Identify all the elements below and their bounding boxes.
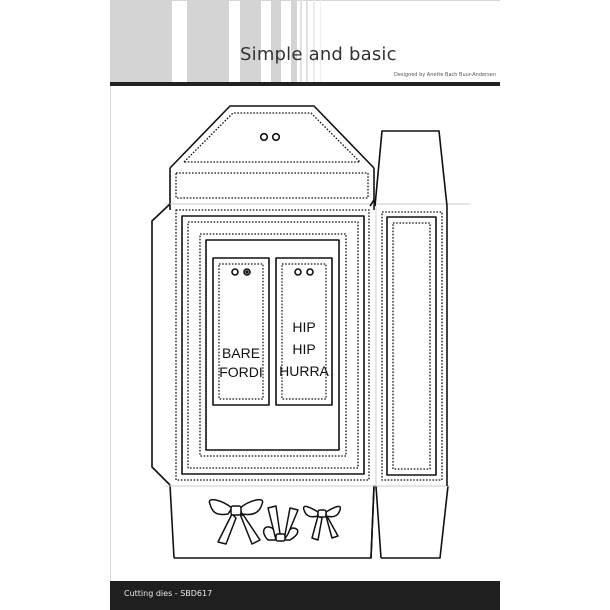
svg-text:HIP: HIP	[292, 319, 315, 335]
stripe-decoration	[300, 0, 302, 82]
svg-text:HURRA: HURRA	[279, 363, 329, 379]
tag-hole-icon	[306, 268, 314, 276]
header-top-line	[110, 0, 500, 1]
header-banner: Simple and basic Designed by Anette Bach…	[110, 0, 500, 84]
header-rule	[110, 82, 500, 86]
svg-text:BARE: BARE	[222, 345, 260, 361]
tag-hole-icon	[231, 268, 239, 276]
tag-right-text: HIP HIP HURRA	[279, 319, 329, 379]
lid-hole-icon	[259, 132, 269, 142]
card-edge	[110, 0, 111, 580]
side-frame-dotted-outer	[381, 211, 443, 481]
frame-dotted-3	[199, 233, 347, 457]
lid-hole-icon	[271, 132, 281, 142]
bow-large-icon	[208, 498, 264, 545]
tag-hole-center-icon	[245, 270, 249, 274]
tag-left-outline	[212, 257, 270, 406]
lid-band-dotted	[175, 172, 369, 199]
tag-left-text: BARE FORDI	[219, 345, 263, 380]
side-frame-dotted-inner	[392, 222, 431, 470]
lid-inner-dotted	[183, 112, 361, 163]
bow-upside-down-icon	[262, 505, 299, 542]
svg-text:FORDI: FORDI	[219, 364, 263, 380]
footer-bar: Cutting dies - SBD617	[110, 581, 500, 610]
stripe-decoration	[320, 0, 321, 82]
frame-solid-1	[181, 215, 365, 475]
tag-hole-icon	[294, 268, 302, 276]
stripe-decoration	[110, 0, 172, 82]
brand-title: Simple and basic	[240, 44, 397, 65]
notch	[370, 485, 382, 559]
stripe-decoration	[271, 0, 281, 82]
tag-hole-icon	[243, 268, 251, 276]
bottom-side-outline	[381, 485, 449, 559]
stripe-decoration	[306, 0, 308, 82]
lid-outline	[169, 105, 375, 169]
stripe-decoration	[187, 0, 229, 82]
side-frame-solid	[386, 216, 437, 476]
product-code-label: Cutting dies - SBD617	[124, 589, 213, 598]
stripe-decoration	[291, 0, 297, 82]
bow-small-icon	[302, 505, 342, 541]
tag-right-outline	[275, 257, 333, 406]
stripe-decoration	[313, 0, 315, 82]
left-flap-outline	[151, 203, 171, 486]
frame-outer-dotted	[175, 209, 370, 481]
window-solid	[205, 239, 340, 451]
right-top-flap	[374, 130, 448, 207]
designer-credit: Designed by Anette Bach Buur-Andersen	[393, 72, 496, 78]
stripe-decoration	[240, 0, 261, 82]
svg-text:HIP: HIP	[292, 341, 315, 357]
